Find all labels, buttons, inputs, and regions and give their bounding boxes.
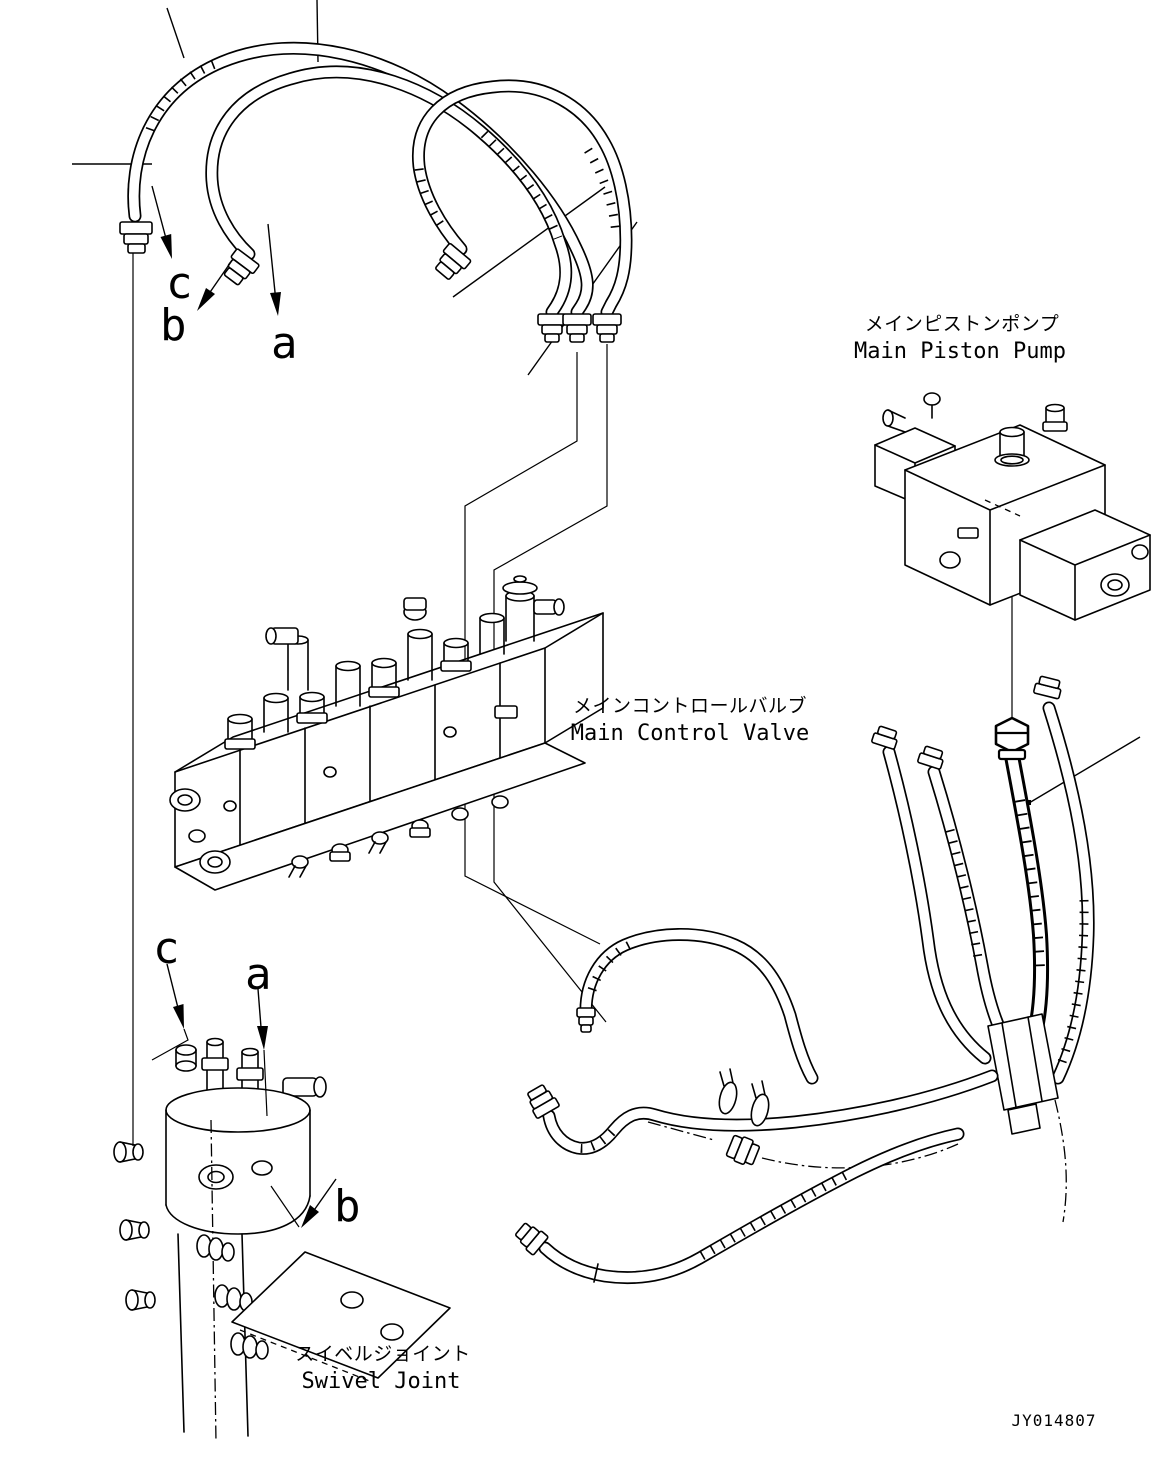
pump-details [882, 392, 1149, 597]
main-control-valve-drawing [169, 575, 604, 891]
pump-hose-bundle [871, 675, 1095, 1223]
hose-fitting [537, 313, 567, 343]
top-hose-b [205, 65, 573, 319]
pump-port-2 [1042, 403, 1068, 432]
swivel-joint-drawing [113, 1037, 451, 1443]
swivel-bottom-fittings [196, 1234, 269, 1360]
leader-pump-hose [1028, 736, 1141, 804]
main-control-valve-label-en: Main Control Valve [571, 721, 809, 746]
hose-fitting [576, 1007, 596, 1033]
clamp-block [987, 1013, 1059, 1135]
hose-fitting [119, 221, 153, 254]
arrowhead [197, 288, 215, 311]
main-piston-pump-drawing [874, 392, 1151, 621]
valve-bottom-fittings [223, 705, 518, 878]
top-callouts: c b a [151, 185, 298, 369]
hose-braid-hatch [145, 59, 217, 132]
swivel-joint-label-jp: スイベルジョイント [295, 1343, 471, 1365]
callout-c-top: c [166, 258, 193, 309]
pump-hose-left-1 [882, 745, 992, 1065]
hidden-hose-line [1054, 1099, 1067, 1223]
valve-left-ports [169, 788, 231, 874]
bottom-callouts: c a b [151, 923, 361, 1232]
top-hose-bundle [119, 41, 633, 343]
hose-fitting [1033, 675, 1062, 700]
lower-hose-run-1 [542, 1069, 999, 1155]
swivel-top-fittings [175, 1037, 327, 1104]
hose-fitting [917, 745, 944, 770]
hose-braid-hatch [584, 147, 621, 237]
drawing-number: JY014807 [1011, 1411, 1096, 1430]
arrowhead [257, 1026, 268, 1050]
swivel-mounting-plate [231, 1251, 451, 1383]
arrowhead [270, 292, 281, 316]
hose-fitting [527, 1084, 560, 1119]
hose-fitting-main [994, 716, 1030, 761]
top-hose-a [411, 79, 633, 319]
bottom-hose [538, 1127, 965, 1285]
main-piston-pump-label-en: Main Piston Pump [854, 339, 1066, 364]
hose-clamps [718, 1068, 770, 1127]
callout-c-bottom: c [153, 923, 180, 974]
hose-fitting [435, 242, 472, 280]
hose-fitting [562, 313, 592, 343]
callout-b-bottom: b [334, 1181, 361, 1232]
swivel-side-fittings [113, 1141, 156, 1311]
lower-hose-runs [515, 928, 999, 1285]
main-control-valve-label-jp: メインコントロールバルブ [573, 694, 807, 717]
hose-fitting [515, 1222, 549, 1256]
hose-fitting [871, 725, 898, 750]
callout-b-top: b [160, 300, 187, 351]
arrowhead [301, 1205, 319, 1228]
pump-hose-right [1042, 701, 1095, 1085]
hose-fitting [223, 248, 260, 286]
component-labels: メインピストンポンプ Main Piston Pump メインコントロールバルブ… [295, 313, 1096, 1430]
swivel-joint-label-en: Swivel Joint [302, 1369, 461, 1394]
swivel-return-hose [579, 928, 819, 1085]
pump-top-port [994, 426, 1030, 467]
valve-port-fittings [224, 575, 565, 750]
pump-main-hose [1004, 748, 1050, 1066]
arrowhead [160, 234, 172, 259]
connector-line-to-lower-hose [493, 344, 608, 1023]
main-piston-pump-label-jp: メインピストンポンプ [865, 313, 1059, 335]
callout-a-top: a [271, 318, 298, 369]
connector-line-to-swivel-hose [464, 352, 601, 945]
hose-coupling [725, 1134, 761, 1166]
hose-fitting [592, 313, 622, 343]
arrowhead [173, 1004, 184, 1029]
